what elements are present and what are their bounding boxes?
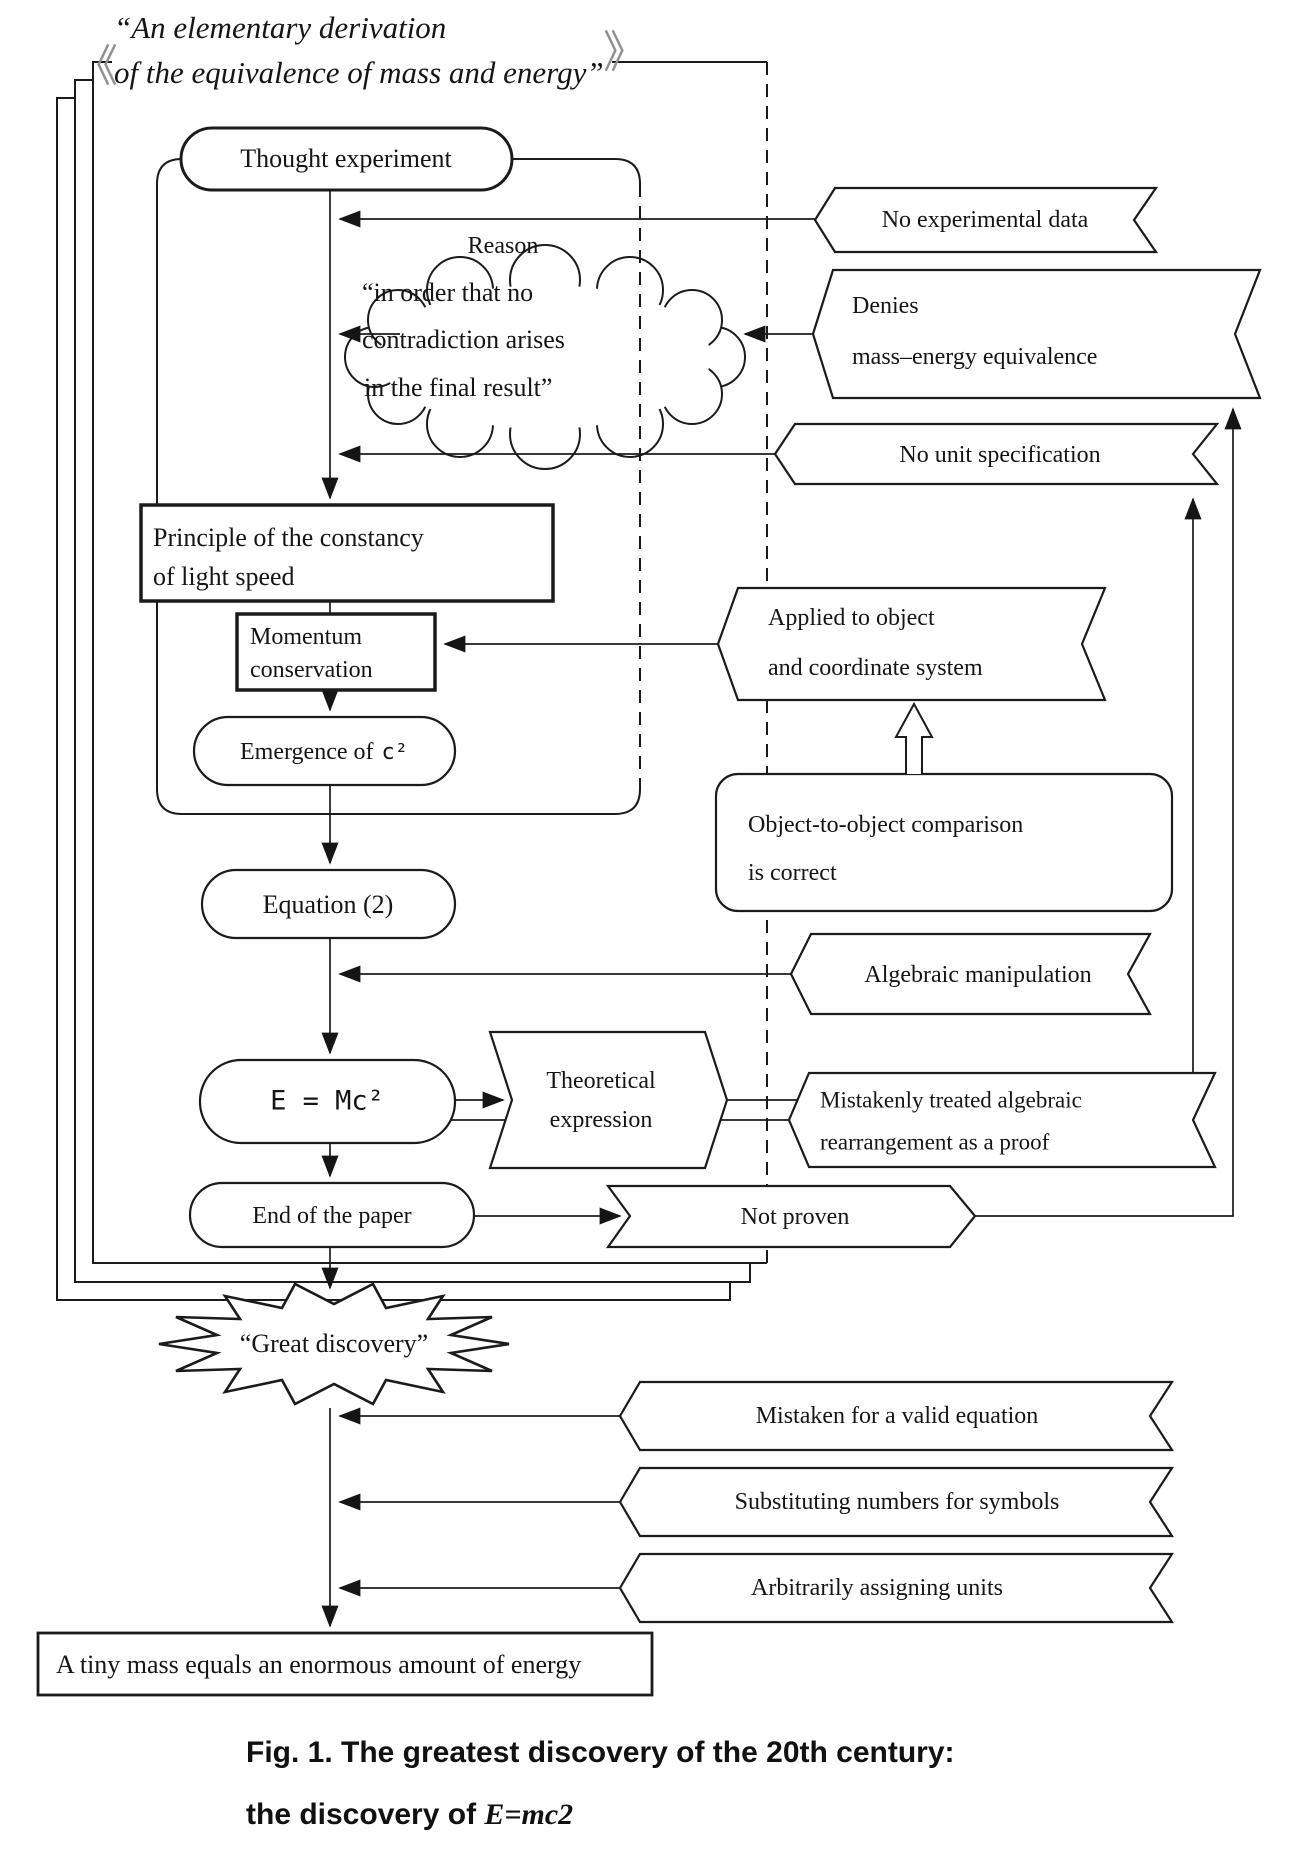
arbitrarily-banner (618, 1552, 1175, 1624)
figure-title-line1: “An elementary derivation (112, 8, 455, 48)
loop-container (156, 158, 641, 815)
node-end-paper: End of the paper (252, 1203, 412, 1229)
denies-banner (811, 268, 1262, 400)
callout-denies-line1: Denies (852, 293, 919, 319)
callout-mistaken-valid: Mistaken for a valid equation (755, 1403, 1039, 1429)
cloud-text-line2: contradiction arises (362, 325, 565, 354)
end-paper-shape (188, 1181, 476, 1249)
emc2-shape (198, 1058, 457, 1145)
hollow-up-arrow (894, 701, 934, 774)
theoretical-banner (488, 1030, 729, 1170)
caption-formula: E=mc2 (484, 1798, 574, 1831)
callout-algebraic: Algebraic manipulation (864, 962, 1092, 988)
callout-object-comparison-line1: Object-to-object comparison (748, 812, 1024, 838)
callout-denies-line2: mass–energy equivalence (852, 344, 1098, 370)
callout-theoretical-line2: expression (549, 1107, 653, 1133)
figure-caption-line2: the discovery of E=mc2 (246, 1798, 573, 1832)
node-great-discovery: “Great discovery” (239, 1329, 429, 1358)
callout-applied-line2: and coordinate system (768, 655, 983, 681)
reason-label: Reason (467, 233, 539, 259)
callout-not-proven: Not proven (740, 1204, 850, 1230)
principle-shape (139, 503, 555, 603)
node-thought-experiment: Thought experiment (240, 144, 452, 173)
callout-theoretical-line1: Theoretical (546, 1068, 656, 1094)
node-principle-line2: of light speed (153, 562, 295, 591)
emergence-symbol: c² (381, 740, 409, 765)
no-unit-banner (773, 422, 1220, 486)
figure-title-line2: of the equivalence of mass and energy” (112, 53, 612, 93)
node-equation2: Equation (2) (262, 890, 394, 919)
node-momentum-line1: Momentum (250, 624, 362, 650)
great-discovery-starburst (158, 1282, 510, 1406)
connectors (321, 190, 1242, 1628)
momentum-shape (235, 612, 437, 692)
node-momentum-line2: conservation (250, 657, 373, 683)
reason-cloud (344, 244, 746, 470)
mistakenly-banner (787, 1071, 1217, 1169)
callout-no-experimental-data: No experimental data (881, 207, 1089, 233)
callout-arbitrarily: Arbitrarily assigning units (751, 1575, 1003, 1601)
node-emergence: Emergence of c² (240, 740, 408, 764)
conclusion-shape (36, 1631, 654, 1697)
mistaken-valid-banner (618, 1380, 1175, 1452)
caption-line2-text: the discovery of (246, 1798, 485, 1831)
callout-object-comparison-line2: is correct (748, 860, 837, 886)
callout-applied-line1: Applied to object (768, 605, 935, 631)
emergence-text: Emergence of (240, 739, 374, 765)
callout-mistakenly-line2: rearrangement as a proof (820, 1129, 1050, 1155)
cloud-text-line3: in the final result” (364, 373, 553, 402)
substituting-banner (618, 1466, 1175, 1538)
algebraic-banner (789, 932, 1152, 1016)
thought-experiment-shape (179, 126, 514, 192)
emergence-shape (192, 715, 457, 787)
callout-substituting: Substituting numbers for symbols (734, 1489, 1060, 1515)
no-experimental-data-banner (813, 186, 1159, 254)
node-principle-line1: Principle of the constancy (153, 523, 424, 552)
quote-mark-open-icon: 《 (74, 41, 118, 92)
figure-caption-line1: Fig. 1. The greatest discovery of the 20… (246, 1736, 955, 1769)
callout-no-unit: No unit specification (899, 442, 1101, 468)
quote-mark-close-icon: 》 (603, 27, 647, 78)
callout-mistakenly-line1: Mistakenly treated algebraic (820, 1087, 1082, 1113)
equation2-shape (200, 868, 457, 940)
object-comparison-shape (714, 772, 1174, 913)
applied-banner (716, 586, 1107, 702)
cloud-text-line1: “in order that no (362, 278, 534, 307)
not-proven-banner (605, 1184, 977, 1249)
node-emc2: E = Mc² (270, 1085, 384, 1117)
node-conclusion: A tiny mass equals an enormous amount of… (56, 1650, 582, 1679)
loop-notproven-to-denies (975, 407, 1242, 1217)
